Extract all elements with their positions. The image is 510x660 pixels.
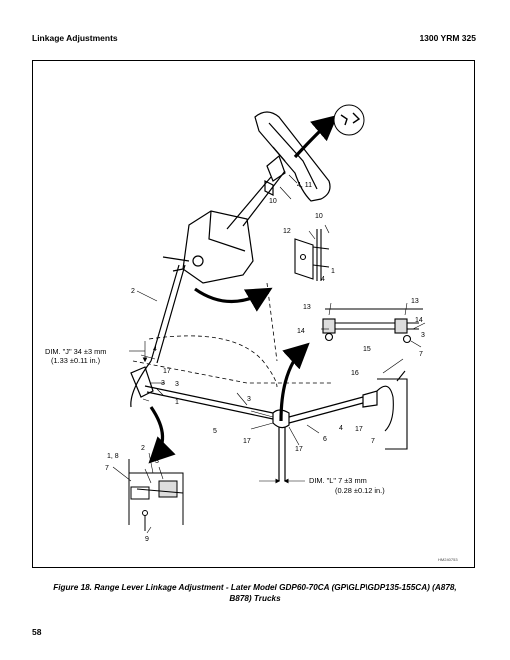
callout-14: 14 — [297, 328, 305, 335]
callout-3: 3 — [175, 381, 179, 388]
callout-7: 7 — [105, 465, 109, 472]
callout-4: 4 — [339, 425, 343, 432]
callout-15: 15 — [363, 346, 371, 353]
callout-6: 6 — [323, 436, 327, 443]
leader-lines — [112, 174, 426, 534]
callout-1: 1 — [331, 268, 335, 275]
detail-bracket-12 — [294, 229, 330, 281]
callout-4: 4 — [321, 276, 325, 283]
callout-7: 7 — [419, 351, 423, 358]
figure-frame: 4, 11 10 10 12 1 4 2 13 13 14 14 3 7 15 … — [32, 60, 475, 568]
dash-housing — [162, 210, 254, 284]
callout-7: 7 — [371, 438, 375, 445]
callout-1-8: 1, 8 — [107, 453, 119, 460]
callout-17: 17 — [295, 446, 303, 453]
range-linkage — [130, 264, 378, 481]
dim-l-value-inches: (0.28 ±0.12 in.) — [335, 486, 385, 495]
callout-10: 10 — [315, 213, 323, 220]
dim-l-label: DIM. "L" 7 ±3 mm — [309, 476, 367, 485]
callout-4-11: 4, 11 — [297, 182, 312, 189]
callout-13: 13 — [303, 304, 311, 311]
callout-16: 16 — [351, 370, 359, 377]
callout-3: 3 — [155, 458, 159, 465]
callout-17: 17 — [163, 368, 171, 375]
callout-13: 13 — [411, 298, 419, 305]
caption-line-2: B878) Trucks — [229, 594, 281, 603]
callout-14: 14 — [415, 317, 423, 324]
linkage-diagram: 4, 11 10 10 12 1 4 2 13 13 14 14 3 7 15 … — [45, 104, 458, 562]
header-document-code: 1300 YRM 325 — [419, 33, 476, 43]
callout-12: 12 — [283, 228, 291, 235]
callout-9: 9 — [145, 536, 149, 543]
header-section-title: Linkage Adjustments — [32, 33, 118, 43]
dim-j-leader — [129, 341, 148, 363]
callout-3: 3 — [161, 380, 165, 387]
reference-curves — [132, 282, 331, 388]
callout-2: 2 — [131, 288, 135, 295]
steering-detail-circle — [333, 104, 365, 136]
callout-3: 3 — [247, 396, 251, 403]
detail-rod-15 — [322, 308, 423, 344]
callout-10: 10 — [269, 198, 277, 205]
callout-17: 17 — [243, 438, 251, 445]
detail-arrows — [148, 114, 338, 464]
callout-17: 17 — [355, 426, 363, 433]
callout-4: 4 — [153, 346, 157, 353]
steering-column — [226, 154, 286, 230]
page-number: 58 — [32, 627, 42, 637]
detail-bottom-left — [128, 459, 184, 531]
callout-2: 2 — [141, 445, 145, 452]
callout-1: 1 — [175, 399, 179, 406]
right-support — [376, 370, 408, 450]
caption-line-1: Figure 18. Range Lever Linkage Adjustmen… — [53, 583, 457, 592]
callout-3: 3 — [421, 332, 425, 339]
callout-5: 5 — [213, 428, 217, 435]
dim-j-label: DIM. "J" 34 ±3 mm — [45, 347, 106, 356]
steering-wheel — [254, 111, 331, 202]
figure-caption: Figure 18. Range Lever Linkage Adjustmen… — [40, 582, 470, 604]
dim-j-value-inches: (1.33 ±0.11 in.) — [51, 356, 100, 365]
drawing-code: HM240753 — [438, 557, 458, 562]
